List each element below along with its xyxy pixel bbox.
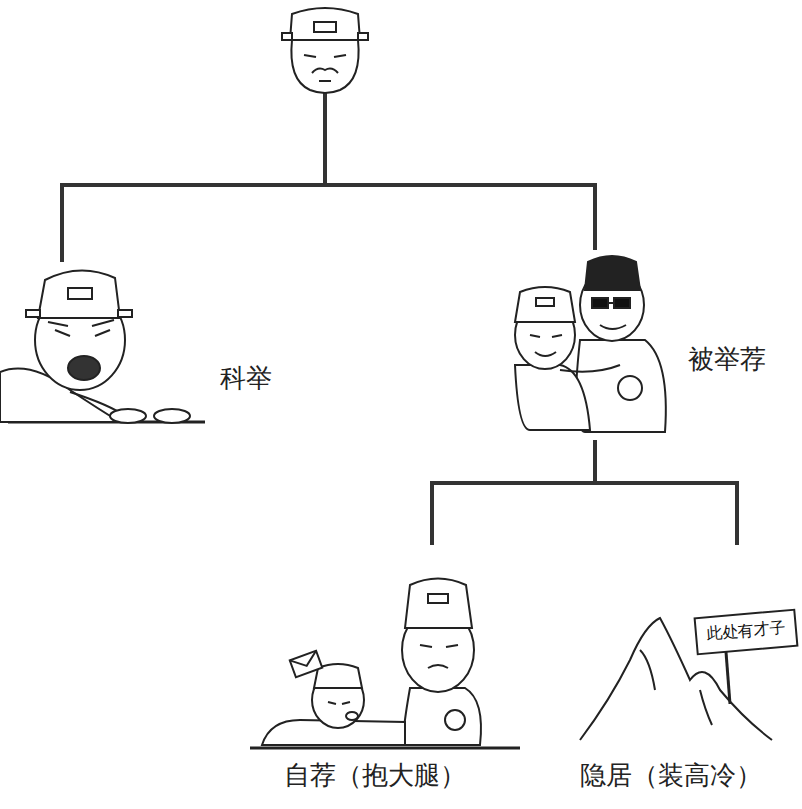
recommended-pair	[515, 365, 590, 430]
self-recommender	[290, 651, 320, 671]
node-label: 自荐（抱大腿）	[284, 759, 466, 791]
sign-text: 此处有才子	[699, 617, 792, 645]
recommended-pair	[515, 256, 666, 432]
self-recommender	[250, 747, 520, 750]
self-recommender	[346, 712, 358, 720]
official-face	[282, 33, 292, 40]
official-face	[358, 33, 368, 40]
exam-candidate	[110, 409, 146, 423]
figure-node: 被举荐	[505, 250, 797, 440]
self-recommender	[445, 710, 465, 730]
exam-candidate	[26, 310, 40, 317]
official-face	[290, 8, 360, 40]
figure-node: 科举	[0, 262, 290, 447]
exam-candidate	[118, 310, 132, 317]
recommended-pair	[535, 352, 556, 356]
recommended-pair	[515, 287, 575, 322]
exam-candidate	[68, 288, 92, 299]
official-face	[304, 55, 316, 57]
self-recommender	[420, 645, 458, 647]
tree-connector	[432, 440, 595, 545]
exam-candidate	[48, 320, 114, 326]
mountain-sign	[640, 650, 712, 725]
tree-line	[60, 92, 597, 262]
exam-candidate	[0, 270, 205, 423]
tree-line	[60, 183, 597, 187]
recommended-pair	[608, 302, 614, 304]
self-recommender	[328, 702, 350, 704]
exam-candidate	[38, 270, 120, 318]
official-face	[312, 69, 338, 73]
recommended-pair	[585, 256, 640, 290]
figure-node: 隐居（装高冷）	[570, 545, 798, 800]
self-recommender	[290, 651, 322, 677]
official-face	[319, 80, 331, 82]
tree-line	[60, 185, 64, 262]
self-recommender	[428, 665, 448, 668]
exam-candidate	[68, 356, 100, 380]
recommended-pair	[618, 376, 642, 400]
exam-candidate	[154, 409, 190, 423]
official-face	[334, 55, 346, 57]
tree-line	[593, 185, 597, 250]
recommended-pair	[600, 325, 626, 329]
node-label: 被举荐	[688, 343, 766, 375]
node-label: 隐居（装高冷）	[580, 759, 762, 791]
tree-connector	[595, 440, 737, 545]
self-recommender	[290, 651, 322, 677]
recommended-pair	[614, 298, 630, 308]
mountain-sign	[695, 610, 798, 655]
recommended-pair	[530, 335, 562, 337]
recommended-pair	[536, 298, 554, 306]
official-face	[314, 22, 336, 32]
self-recommender	[405, 579, 472, 629]
mountain-sign	[726, 652, 730, 704]
recommended-pair	[592, 298, 608, 308]
official-face	[291, 40, 358, 93]
mountain-sign	[580, 610, 797, 740]
tree-line	[323, 92, 327, 185]
node-label: 科举	[220, 362, 272, 394]
exam-candidate	[55, 330, 70, 336]
self-recommender	[250, 579, 520, 749]
recommended-pair	[560, 365, 620, 372]
exam-candidate	[95, 330, 110, 336]
figure-node: 自荐（抱大腿）	[270, 545, 510, 800]
self-recommender	[428, 594, 448, 603]
official-face	[282, 8, 368, 93]
self-recommender	[403, 688, 481, 745]
